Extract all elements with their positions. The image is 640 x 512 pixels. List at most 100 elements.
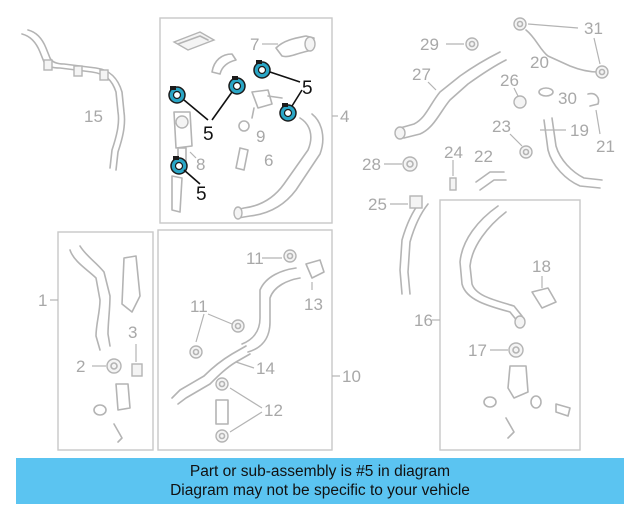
bracket-3 bbox=[131, 363, 143, 377]
footer-line-1: Part or sub-assembly is #5 in diagram bbox=[189, 463, 451, 480]
clamps-12 bbox=[215, 377, 229, 443]
hose-27 bbox=[394, 51, 507, 140]
group-box-1 bbox=[57, 231, 154, 451]
clamp-5-a bbox=[168, 86, 186, 104]
callout-5-a: 5 bbox=[203, 124, 214, 145]
callout-12: 12 bbox=[264, 401, 283, 420]
callout-17: 17 bbox=[468, 341, 487, 360]
part-24 bbox=[449, 177, 457, 191]
hose-10 bbox=[241, 267, 301, 353]
callout-6: 6 bbox=[264, 151, 273, 170]
clamp-17 bbox=[508, 342, 524, 358]
clamp-2 bbox=[106, 358, 122, 374]
gasket-plate bbox=[172, 31, 216, 51]
callout-16: 16 bbox=[414, 311, 433, 330]
callout-3: 3 bbox=[128, 323, 137, 342]
parts-diagram: 15 7 8 9 6 4 bbox=[21, 17, 615, 451]
callout-5-b: 5 bbox=[302, 78, 313, 99]
callout-8: 8 bbox=[196, 155, 205, 174]
bracket-18 bbox=[531, 287, 557, 309]
tee-fitting-9 bbox=[251, 89, 283, 119]
hose-22 bbox=[475, 171, 507, 191]
leader-26 bbox=[513, 87, 519, 97]
hose-25 bbox=[399, 195, 429, 295]
clamp-28 bbox=[402, 156, 418, 172]
leader-5-d bbox=[291, 89, 303, 107]
callout-2: 2 bbox=[76, 357, 85, 376]
callout-21: 21 bbox=[596, 137, 615, 156]
clamp-top-right bbox=[513, 17, 527, 31]
callout-11-upper: 11 bbox=[246, 249, 264, 268]
leader-27 bbox=[427, 81, 437, 91]
callout-27: 27 bbox=[412, 65, 431, 84]
callout-9: 9 bbox=[256, 127, 265, 146]
callout-11-lower: 11 bbox=[190, 297, 208, 316]
leader-11-lower-b bbox=[207, 313, 233, 325]
hose-16 bbox=[459, 205, 526, 329]
callout-26: 26 bbox=[500, 71, 519, 90]
callout-10: 10 bbox=[342, 367, 361, 386]
leader-5-b bbox=[211, 91, 233, 121]
clamp-5-e bbox=[170, 156, 188, 175]
leader-31-b bbox=[593, 37, 601, 65]
callout-1: 1 bbox=[38, 291, 47, 310]
clip-21 bbox=[587, 92, 600, 107]
clamp-5-b bbox=[228, 76, 246, 95]
clamp-31-right bbox=[595, 65, 609, 79]
hose-main-4 bbox=[233, 113, 324, 220]
leader-23 bbox=[509, 133, 523, 147]
leader-8 bbox=[189, 151, 197, 159]
pipe-lower-left bbox=[171, 175, 183, 213]
leader-11-lower bbox=[195, 313, 205, 343]
leader-5-e bbox=[183, 169, 201, 185]
footer-banner: Part or sub-assembly is #5 in diagram Di… bbox=[16, 458, 624, 504]
clamp-5-c bbox=[253, 60, 271, 79]
callout-13: 13 bbox=[304, 295, 323, 314]
group-box-4 bbox=[159, 17, 333, 224]
callout-28: 28 bbox=[362, 155, 381, 174]
leader-21 bbox=[595, 109, 601, 135]
callout-5-c: 5 bbox=[196, 184, 207, 205]
callout-7: 7 bbox=[250, 35, 259, 54]
fittings-group-16 bbox=[483, 365, 571, 439]
hose-14 bbox=[171, 345, 251, 405]
callout-29: 29 bbox=[420, 35, 439, 54]
hose-7 bbox=[275, 35, 316, 58]
callout-25: 25 bbox=[368, 195, 387, 214]
callout-4: 4 bbox=[340, 107, 349, 126]
callout-15: 15 bbox=[84, 107, 103, 126]
group-box-10 bbox=[157, 229, 333, 451]
oring-30 bbox=[538, 87, 554, 97]
callout-14: 14 bbox=[256, 359, 275, 378]
callout-31: 31 bbox=[584, 19, 603, 38]
clamp-11-lower-b bbox=[189, 345, 203, 359]
callout-19: 19 bbox=[570, 121, 589, 140]
leader-5-c bbox=[269, 71, 301, 83]
callout-22: 22 bbox=[474, 147, 493, 166]
clamp-23 bbox=[519, 145, 533, 159]
leader-12-b bbox=[229, 411, 263, 433]
hose-small-upper bbox=[211, 53, 237, 75]
footer-line-2: Diagram may not be specific to your vehi… bbox=[170, 482, 470, 499]
sensor-6 bbox=[235, 120, 250, 171]
leader-5-a bbox=[183, 99, 209, 121]
clamp-5-d bbox=[279, 103, 297, 122]
callout-24: 24 bbox=[444, 143, 463, 162]
callout-18: 18 bbox=[532, 257, 551, 276]
group-box-16 bbox=[439, 199, 581, 451]
callout-23: 23 bbox=[492, 117, 511, 136]
leader-14 bbox=[235, 361, 255, 369]
pipe-19 bbox=[543, 117, 603, 189]
clamp-29 bbox=[465, 37, 479, 51]
leader-31 bbox=[527, 23, 579, 29]
clamp-11-lower-a bbox=[231, 319, 245, 333]
hose-20 bbox=[525, 29, 599, 73]
sensor-26 bbox=[513, 95, 527, 109]
callout-20: 20 bbox=[530, 53, 549, 72]
hose-1 bbox=[69, 245, 141, 351]
clamp-11-upper bbox=[283, 249, 297, 263]
connector-13 bbox=[305, 259, 325, 279]
fittings-group-1 bbox=[93, 383, 131, 443]
pipe-15 bbox=[21, 29, 126, 171]
callout-30: 30 bbox=[558, 89, 577, 108]
